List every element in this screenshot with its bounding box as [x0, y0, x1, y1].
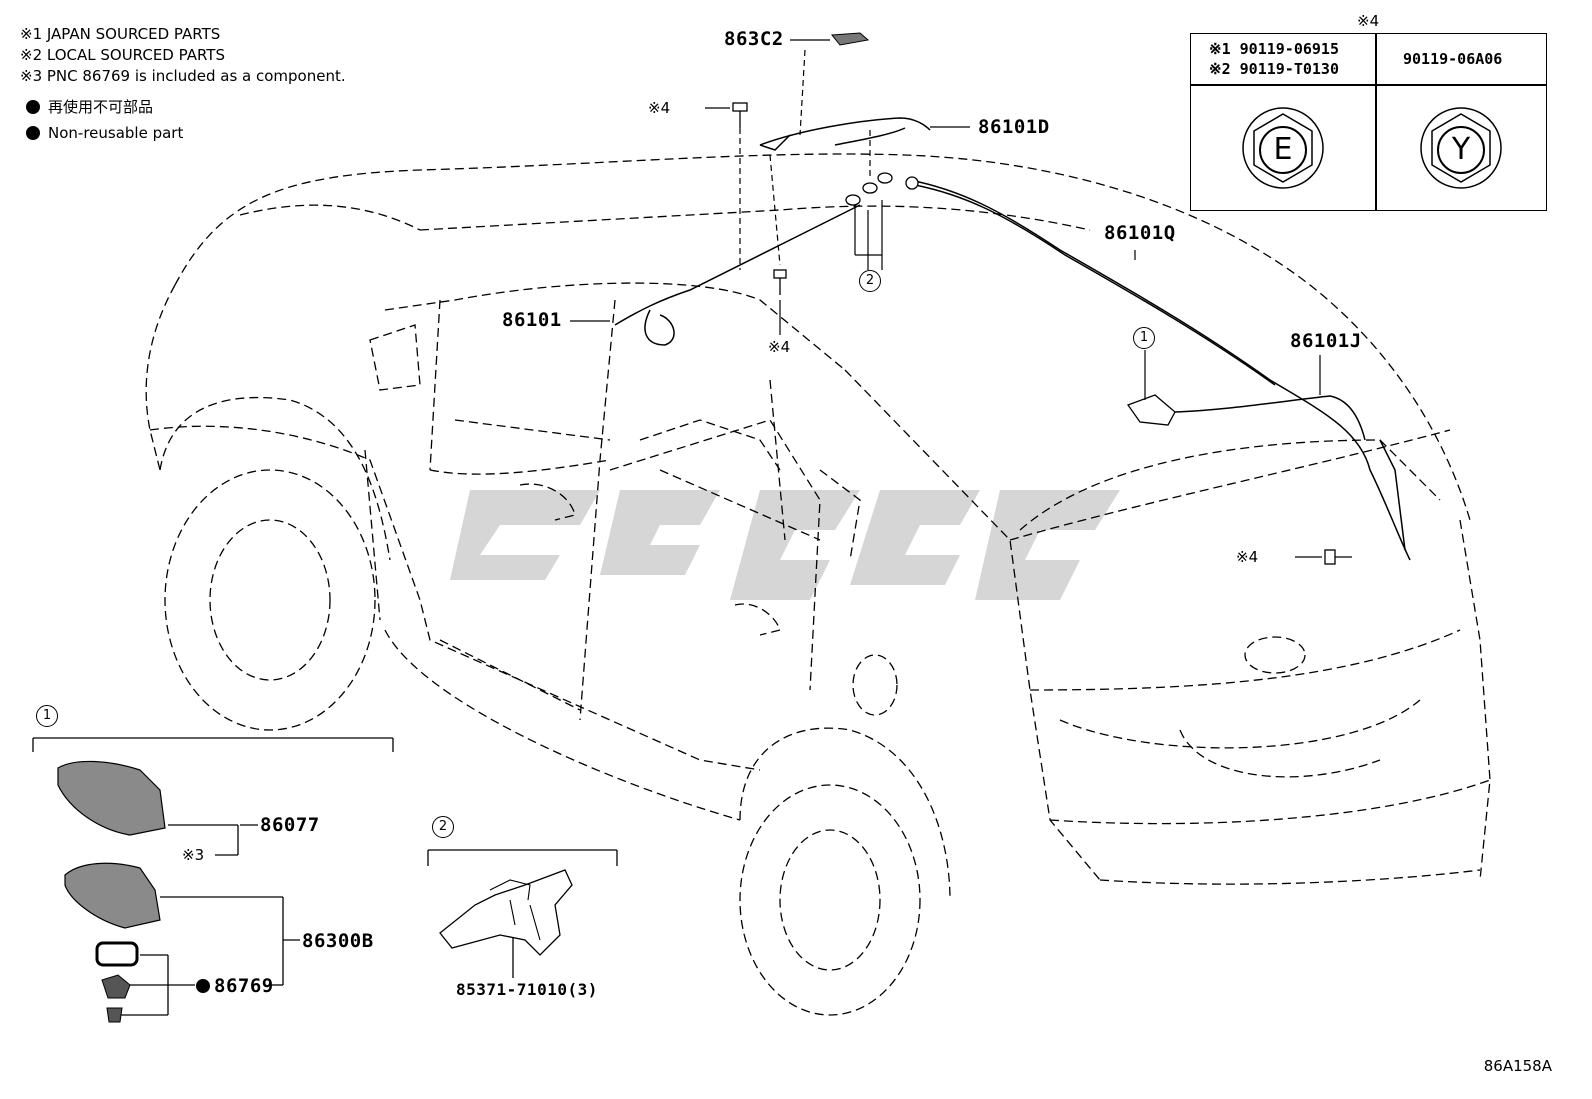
callout-1-roof: 1	[1133, 327, 1155, 349]
part-number-86769: 86769	[214, 975, 274, 997]
bolt-table: ※1 90119-06915 ※2 90119-T0130 90119-06A0…	[1190, 33, 1547, 211]
part-label-86101D: 86101D	[978, 116, 1050, 138]
bolt-head-y-icon	[1420, 107, 1502, 189]
harness-clamps	[845, 172, 919, 206]
bolt-left-header-1: ※1 90119-06915	[1209, 40, 1339, 58]
legend-text-en: Non-reusable part	[48, 124, 184, 142]
callout-2-inset: 2	[432, 816, 454, 838]
part-label-863C2: 863C2	[724, 28, 784, 50]
antenna-harness	[614, 117, 1411, 561]
nut-shape	[101, 974, 131, 999]
note-pnc-component: ※3 PNC 86769 is included as a component.	[20, 67, 346, 85]
bolt-head-e-icon	[1242, 107, 1324, 189]
table-divider-v	[1375, 34, 1377, 210]
part-label-86101: 86101	[502, 309, 562, 331]
antenna-cap-863C2	[831, 32, 870, 46]
bolt-table-ref: ※4	[1357, 12, 1380, 30]
bolt-shapes	[732, 102, 1352, 565]
bolt-mark-y: Y	[1437, 126, 1485, 174]
non-reusable-dot-icon	[196, 979, 210, 993]
ref-note4-mid: ※4	[768, 338, 791, 356]
table-divider-h	[1191, 84, 1546, 86]
callout-2-roof: 2	[859, 270, 881, 292]
leader-lines	[570, 39, 1322, 558]
part-label-85371: 85371-71010(3)	[456, 980, 598, 999]
clamp-85371	[439, 869, 573, 956]
roof-antenna-base	[1126, 394, 1176, 426]
callout-1-inset: 1	[36, 705, 58, 727]
part-label-86077: 86077	[260, 814, 320, 836]
note-japan-sourced: ※1 JAPAN SOURCED PARTS	[20, 25, 221, 43]
vehicle-body-outline	[145, 153, 1491, 1016]
diagram-code: 86A158A	[1483, 1057, 1552, 1075]
non-reusable-dot-icon	[26, 100, 40, 114]
screw-shape	[106, 1007, 123, 1023]
part-label-86101J: 86101J	[1290, 330, 1362, 352]
part-label-86769: 86769	[196, 975, 274, 997]
part-label-86300B: 86300B	[302, 930, 374, 952]
non-reusable-dot-icon	[26, 126, 40, 140]
antenna-assembly-86300B	[64, 862, 161, 929]
legend-text-jp: 再使用不可部品	[48, 98, 154, 116]
ref-note3: ※3	[182, 846, 205, 864]
legend-non-reusable-jp: 再使用不可部品	[26, 98, 153, 116]
legend-non-reusable-en: Non-reusable part	[26, 124, 183, 142]
watermark-logo	[450, 490, 1120, 600]
bolt-left-header-2: ※2 90119-T0130	[1209, 60, 1339, 78]
bolt-right-header: 90119-06A06	[1403, 50, 1503, 68]
bolt-mark-e: E	[1259, 126, 1307, 174]
ref-note4-top: ※4	[648, 99, 671, 117]
ref-note4-right: ※4	[1236, 548, 1259, 566]
gasket-shape	[95, 941, 139, 967]
shark-fin-cover-86077	[57, 760, 166, 836]
dashed-leaders	[739, 49, 871, 270]
inset1-frame	[32, 737, 394, 1016]
clamp-detail	[489, 879, 541, 941]
note-local-sourced: ※2 LOCAL SOURCED PARTS	[20, 46, 225, 64]
part-label-86101Q: 86101Q	[1104, 222, 1176, 244]
